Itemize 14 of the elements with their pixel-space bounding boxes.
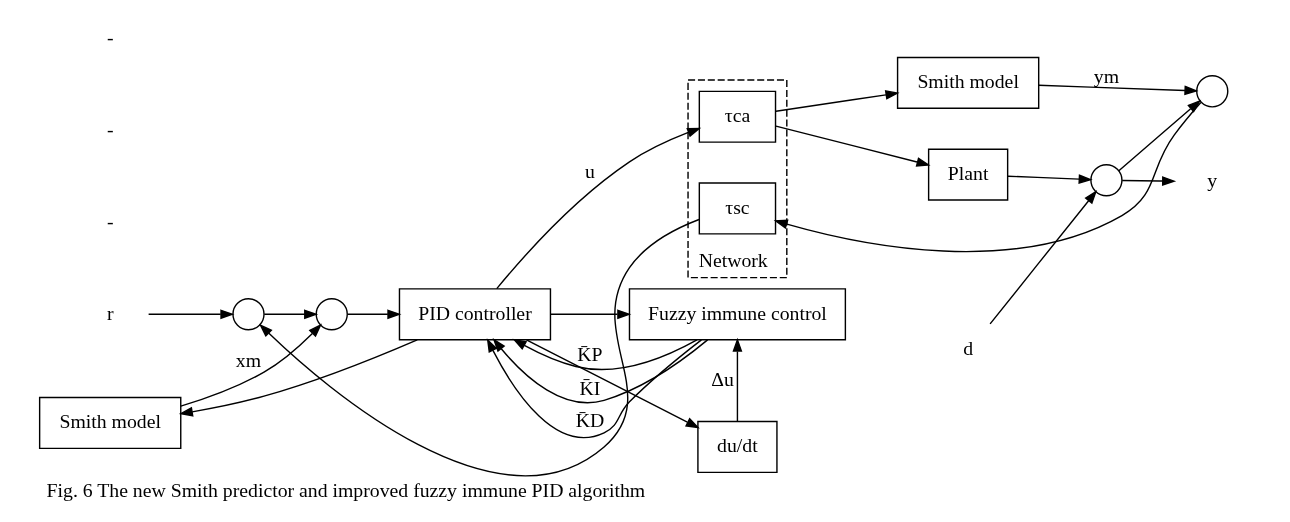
edge-label: K̄I bbox=[579, 377, 601, 399]
edge-label: K̄D bbox=[575, 409, 605, 432]
node-text: r bbox=[106, 301, 114, 324]
edge-label: xm bbox=[235, 348, 262, 371]
label: - bbox=[106, 209, 114, 232]
label: - bbox=[106, 118, 114, 141]
label: - bbox=[106, 26, 114, 49]
edge-label: ym bbox=[1093, 65, 1120, 88]
node-text: y bbox=[1207, 168, 1218, 191]
edge-label: Δu bbox=[711, 367, 734, 390]
caption: Fig. 6 The new Smith predictor and improved fuzzy immune PID algorithm bbox=[46, 479, 646, 502]
node-text: d bbox=[963, 336, 974, 359]
edge-label: u bbox=[585, 159, 595, 182]
edge-label: K̄P bbox=[577, 343, 603, 366]
